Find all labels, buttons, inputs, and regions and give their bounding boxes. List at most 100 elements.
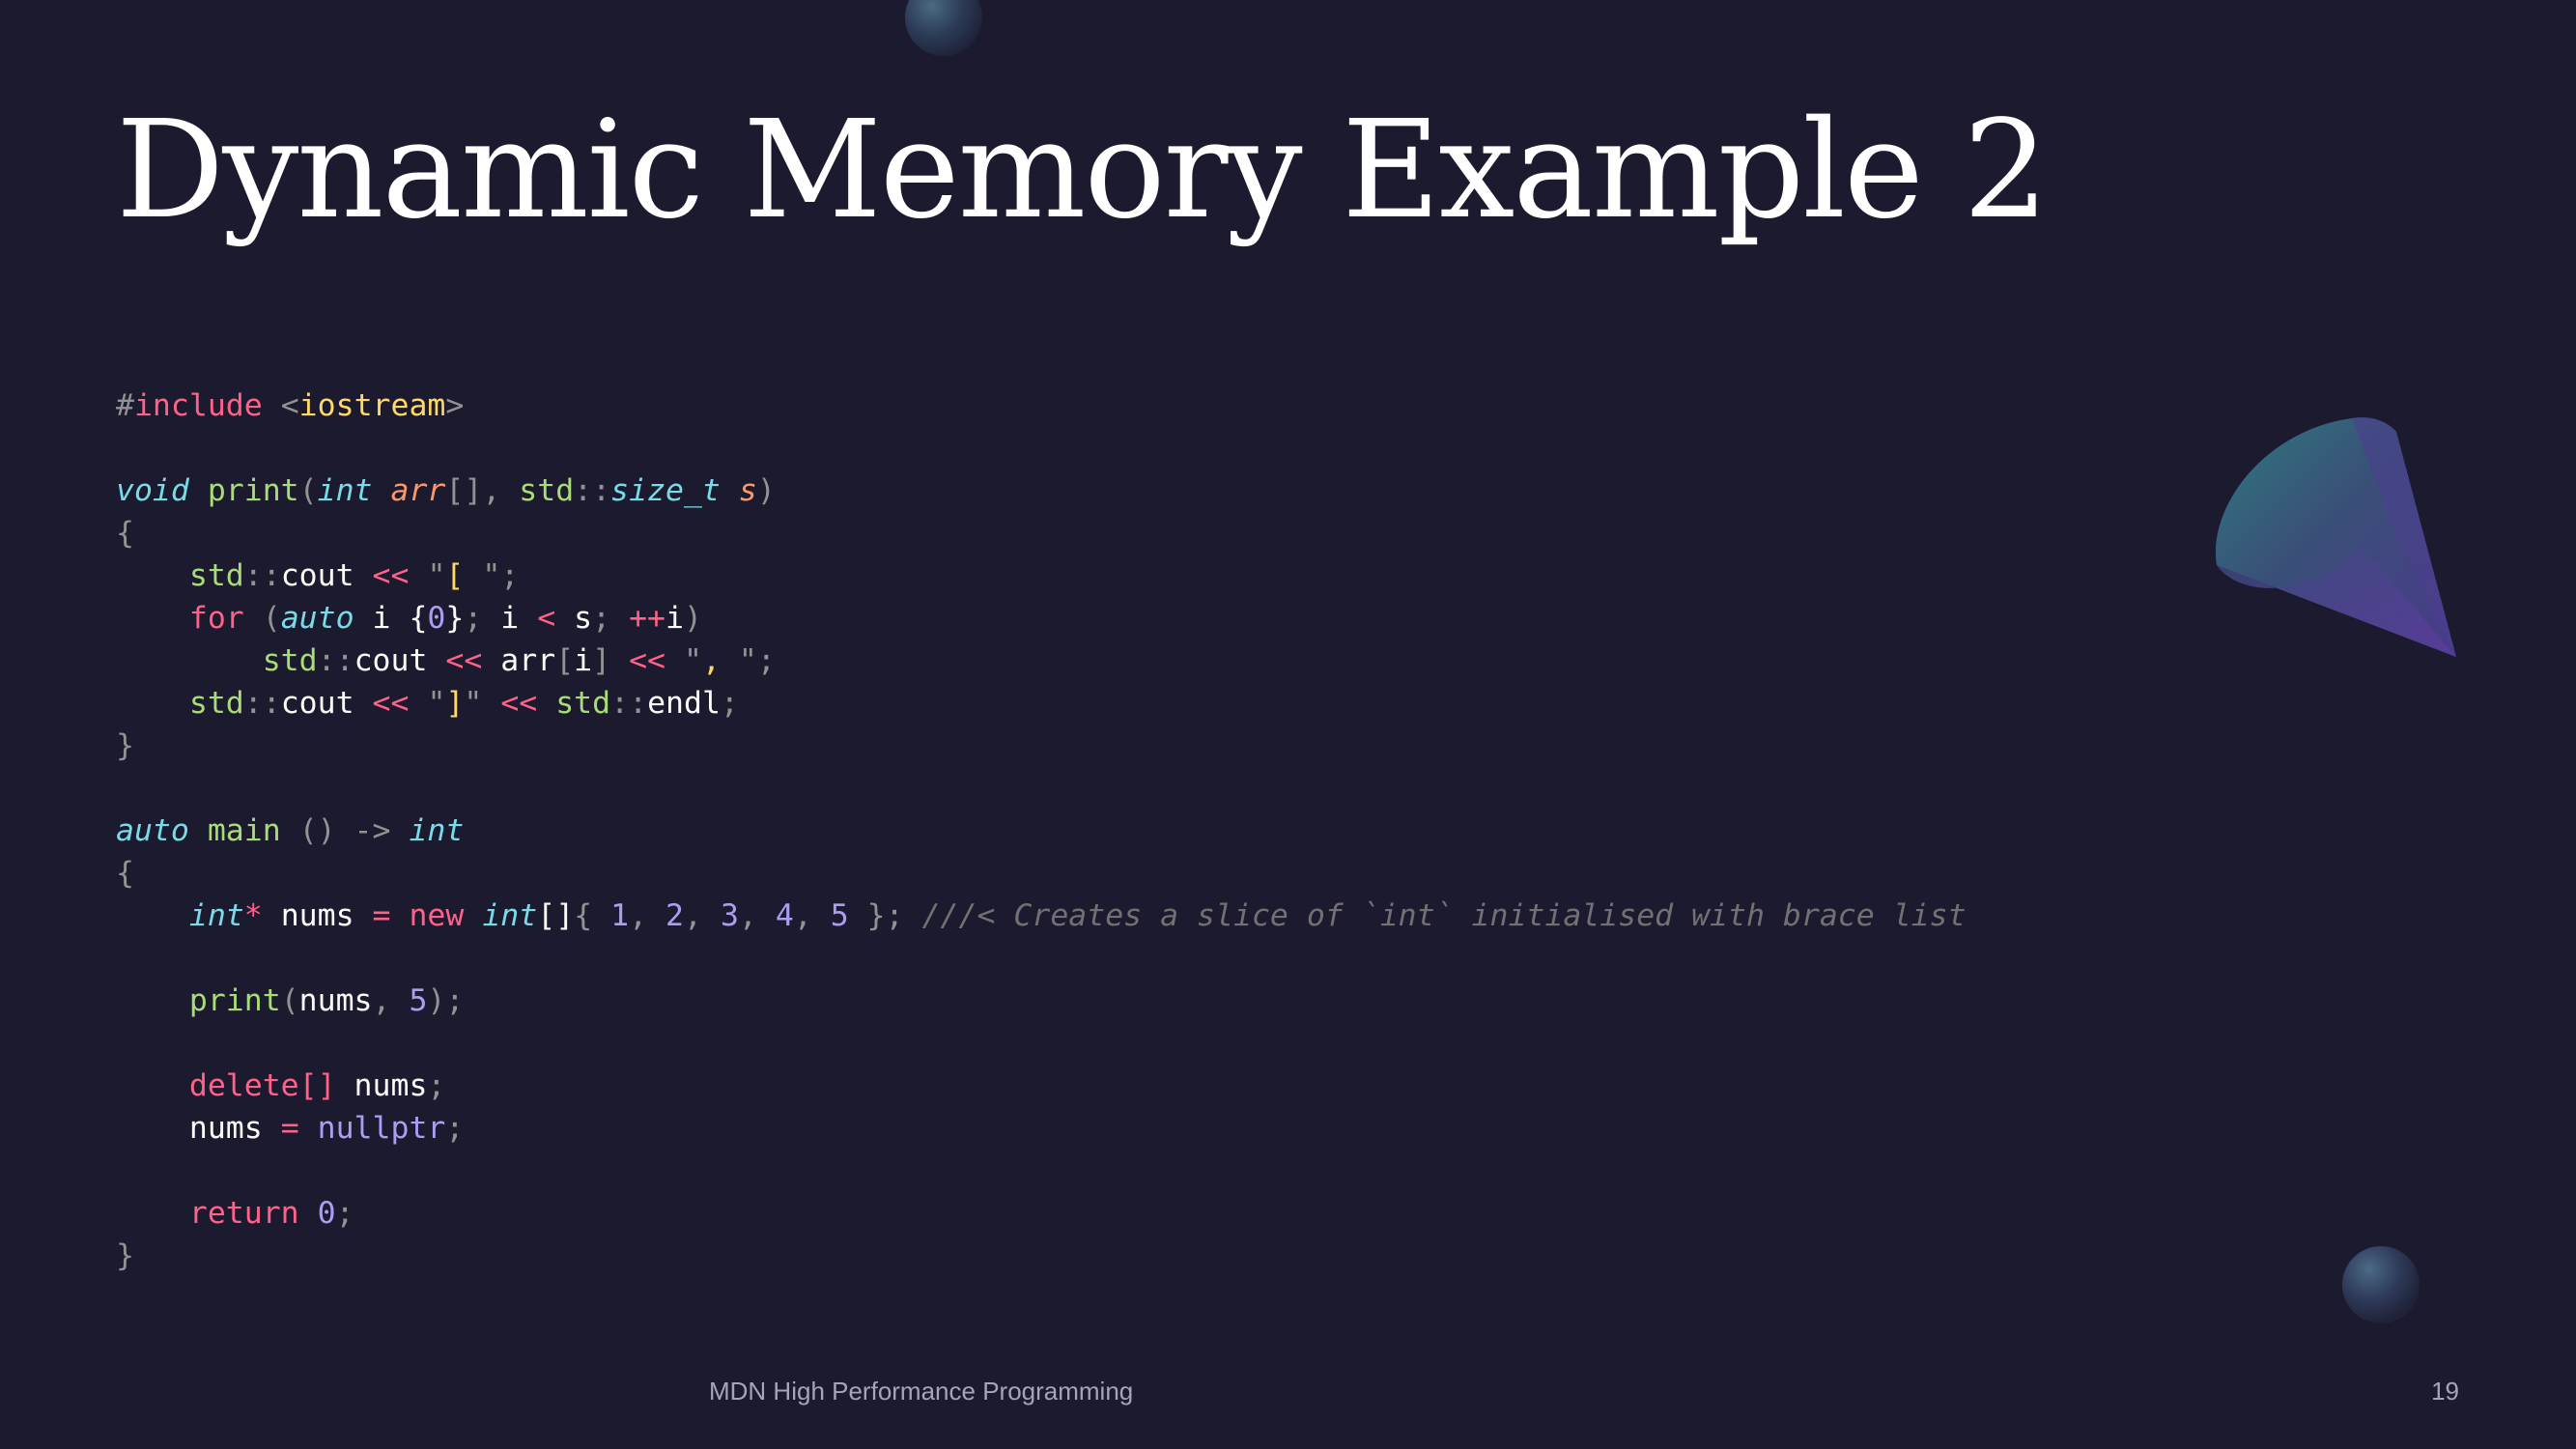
code-token <box>299 1196 318 1231</box>
code-token: " <box>683 643 702 678</box>
code-token: 0 <box>427 601 446 636</box>
code-line: } <box>116 1235 1967 1277</box>
code-token: = <box>372 898 391 933</box>
code-token: " <box>427 558 446 593</box>
code-token <box>116 1196 189 1231</box>
code-token: ( <box>280 983 299 1018</box>
code-token: << <box>500 686 538 721</box>
code-line: return 0; <box>116 1192 1967 1235</box>
code-token: 5 <box>409 983 428 1018</box>
code-line: auto main () -> int <box>116 810 1967 852</box>
cone-decoration <box>2215 417 2456 657</box>
code-token: int <box>188 898 244 933</box>
code-block: #include <iostream> void print(int arr[]… <box>116 384 1967 1277</box>
code-token: [] <box>298 1068 336 1103</box>
code-token: std <box>188 558 244 593</box>
code-token: } <box>116 1238 134 1273</box>
code-line: for (auto i {0}; i < s; ++i) <box>116 597 1967 639</box>
code-token: * <box>243 898 263 933</box>
code-line: { <box>116 512 1967 554</box>
code-token: , <box>684 898 721 933</box>
code-token: :: <box>610 686 648 721</box>
code-token: :: <box>574 473 611 508</box>
code-line: delete[] nums; <box>116 1065 1967 1107</box>
code-token: arr <box>482 643 556 678</box>
code-token <box>189 813 208 848</box>
code-token: , <box>793 898 831 933</box>
code-line: } <box>116 724 1967 767</box>
code-line <box>116 937 1967 980</box>
code-token: 4 <box>775 898 794 933</box>
code-token: [] <box>537 898 575 933</box>
code-token: s <box>738 473 757 508</box>
code-token: ++ <box>629 601 666 636</box>
code-token <box>409 558 427 593</box>
code-token: nums <box>298 983 373 1018</box>
code-token: ( <box>262 601 281 636</box>
code-token: i <box>574 643 593 678</box>
code-token: cout <box>280 686 373 721</box>
code-token: auto <box>116 813 189 848</box>
code-token: main <box>207 813 281 848</box>
code-token: int <box>409 813 465 848</box>
code-token: ; <box>335 1196 354 1231</box>
code-token: ; <box>464 601 483 636</box>
code-token: i { <box>354 601 428 636</box>
code-token: return <box>188 1196 299 1231</box>
code-token: ] <box>445 686 465 721</box>
code-token: } <box>445 601 465 636</box>
code-token <box>299 1111 318 1146</box>
code-line: #include <iostream> <box>116 384 1967 427</box>
page-number: 19 <box>2431 1377 2459 1406</box>
code-token: std <box>555 686 611 721</box>
code-token <box>281 813 299 848</box>
code-token <box>610 601 629 636</box>
code-token: 1 <box>610 898 630 933</box>
code-token <box>482 686 500 721</box>
code-token <box>189 473 208 508</box>
code-token: " <box>427 686 446 721</box>
code-token: print <box>188 983 281 1018</box>
code-line: std::cout << arr[i] << ", "; <box>116 639 1967 682</box>
code-token: cout <box>280 558 373 593</box>
code-token: auto <box>280 601 354 636</box>
code-line <box>116 1150 1967 1192</box>
code-token: std <box>262 643 318 678</box>
code-token: size_t <box>610 473 721 508</box>
code-token <box>116 983 189 1018</box>
code-line: std::cout << "[ "; <box>116 554 1967 597</box>
code-token: 0 <box>317 1196 336 1231</box>
code-token: std <box>188 686 244 721</box>
code-token <box>263 388 281 423</box>
code-token: () -> <box>298 813 410 848</box>
code-token: << <box>629 643 665 678</box>
code-line: { <box>116 852 1967 895</box>
code-token: "; <box>482 558 520 593</box>
code-token: [ <box>555 643 575 678</box>
code-token: { <box>116 516 134 551</box>
sphere-decoration-bottom <box>2342 1246 2420 1323</box>
code-token: ( <box>298 473 318 508</box>
code-token: new <box>409 898 465 933</box>
code-line: nums = nullptr; <box>116 1107 1967 1150</box>
code-token: "; <box>738 643 776 678</box>
code-token: for <box>188 601 244 636</box>
code-token: " <box>464 686 483 721</box>
code-token: ; <box>592 601 611 636</box>
code-token: , <box>372 983 410 1018</box>
code-token: ; <box>427 1068 446 1103</box>
code-token <box>391 898 410 933</box>
code-token: [], <box>445 473 520 508</box>
sphere-decoration-top <box>905 0 982 56</box>
code-token: include <box>133 388 263 423</box>
code-token: , <box>701 643 739 678</box>
code-line <box>116 427 1967 469</box>
code-token: nums <box>116 1111 281 1146</box>
code-token <box>665 643 684 678</box>
code-token <box>116 898 189 933</box>
code-token: << <box>372 686 410 721</box>
code-token: ; <box>720 686 739 721</box>
code-token: << <box>372 558 410 593</box>
code-token: ; <box>445 1111 465 1146</box>
